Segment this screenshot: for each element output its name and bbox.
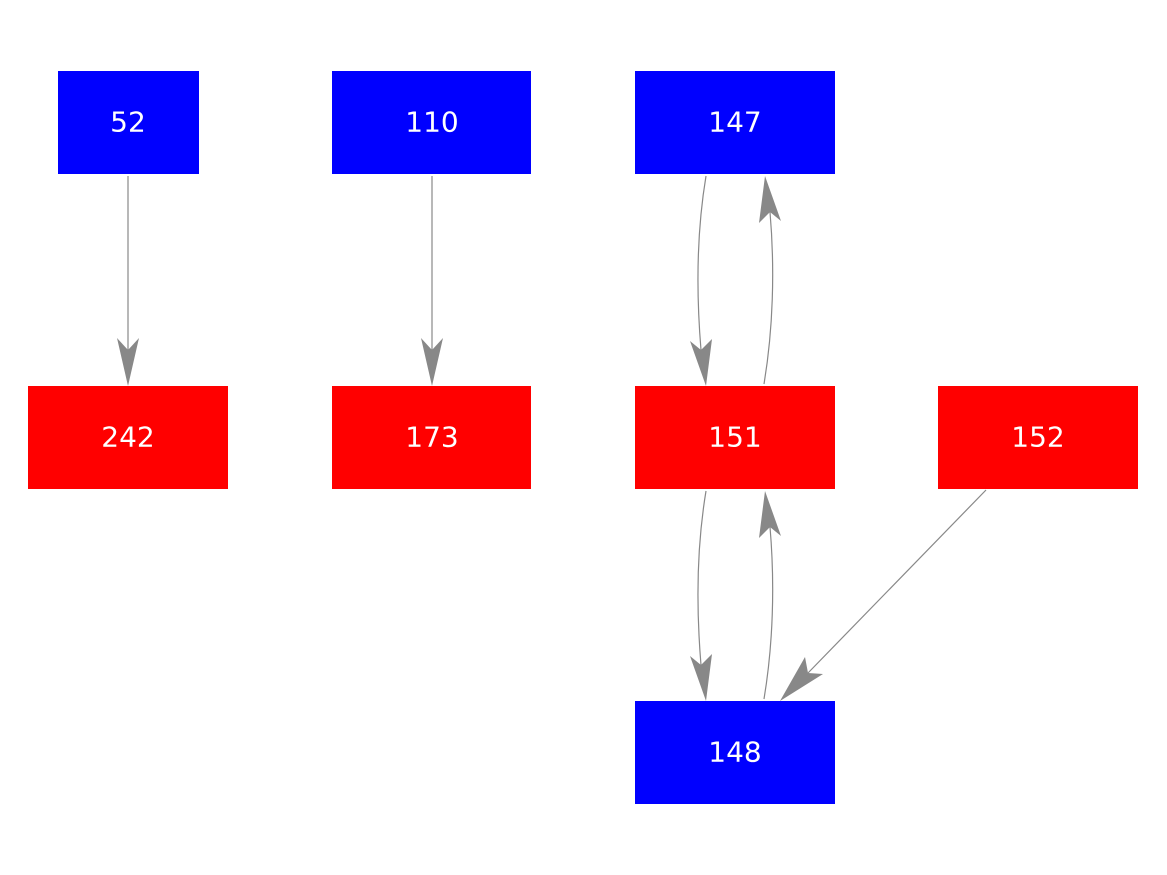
- arrowhead: [759, 491, 781, 538]
- node-box: [938, 386, 1138, 489]
- node-label: 110: [405, 106, 458, 139]
- node-173[interactable]: 173: [332, 386, 531, 489]
- node-box: [635, 386, 835, 489]
- arrowhead: [690, 654, 712, 701]
- node-label: 152: [1011, 421, 1064, 454]
- edges: [117, 175, 987, 701]
- node-152[interactable]: 152: [938, 386, 1138, 489]
- node-label: 242: [101, 421, 154, 454]
- node-box: [58, 71, 199, 174]
- node-147[interactable]: 147: [635, 71, 835, 174]
- node-label: 173: [405, 421, 458, 454]
- node-52[interactable]: 52: [58, 71, 199, 174]
- nodes: 52 110 147 242 173 151 152 148: [28, 71, 1138, 804]
- edge-148-to-151: [759, 491, 781, 700]
- node-box: [28, 386, 228, 489]
- node-box: [332, 71, 531, 174]
- node-box: [332, 386, 531, 489]
- node-box: [635, 701, 835, 804]
- edge-152-to-148: [780, 489, 987, 701]
- arrowhead: [780, 657, 823, 701]
- node-box: [635, 71, 835, 174]
- edge-52-to-242: [117, 176, 139, 386]
- edge-147-to-151: [690, 175, 712, 386]
- node-148[interactable]: 148: [635, 701, 835, 804]
- node-label: 52: [110, 106, 146, 139]
- arrowhead: [690, 339, 712, 386]
- arrowhead: [421, 338, 443, 386]
- edge-110-to-173: [421, 176, 443, 386]
- edge-151-to-147: [759, 176, 781, 385]
- node-242[interactable]: 242: [28, 386, 228, 489]
- node-110[interactable]: 110: [332, 71, 531, 174]
- node-label: 151: [708, 421, 761, 454]
- arrowhead: [117, 338, 139, 386]
- node-label: 148: [708, 736, 761, 769]
- node-151[interactable]: 151: [635, 386, 835, 489]
- node-label: 147: [708, 106, 761, 139]
- arrowhead: [759, 176, 781, 223]
- edge-151-to-148: [690, 490, 712, 701]
